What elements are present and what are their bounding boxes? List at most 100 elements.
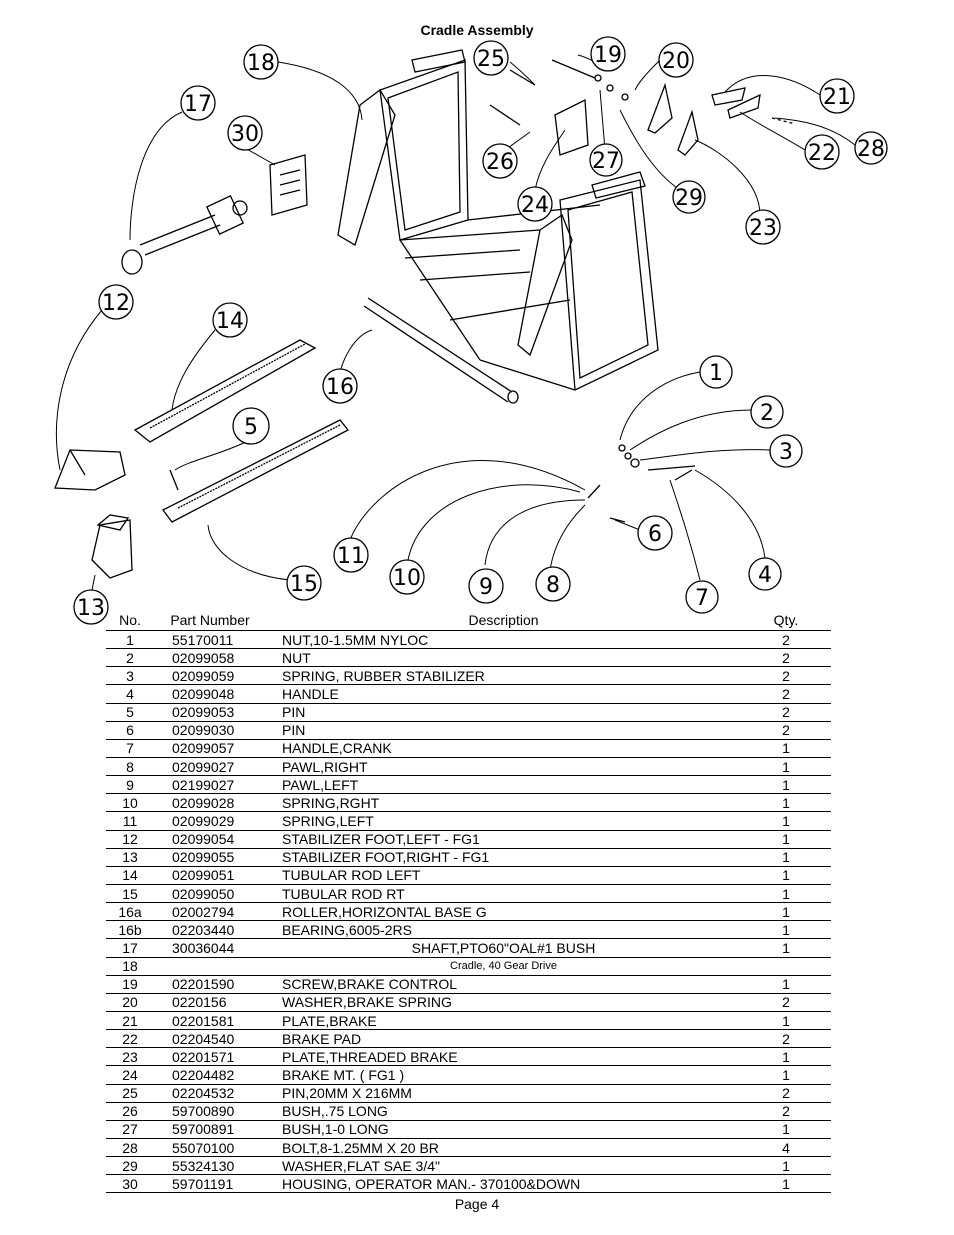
callout-19: 19 <box>590 36 626 72</box>
svg-text:8: 8 <box>546 573 560 598</box>
callout-11: 11 <box>333 537 369 573</box>
cell-description: SPRING,LEFT <box>266 811 741 831</box>
cell-qty: 2 <box>741 703 831 722</box>
cell-part-number: 02099051 <box>154 866 266 885</box>
cell-description: NUT <box>266 648 741 668</box>
svg-text:6: 6 <box>648 522 662 547</box>
cell-no: 17 <box>106 938 154 958</box>
callout-14: 14 <box>212 302 248 338</box>
cell-description: TUBULAR ROD RT <box>266 884 741 904</box>
svg-text:18: 18 <box>247 51 275 76</box>
cell-description: TUBULAR ROD LEFT <box>266 866 741 885</box>
cell-qty: 1 <box>741 757 831 777</box>
cell-qty: 1 <box>741 811 831 831</box>
cell-part-number: 02099053 <box>154 703 266 722</box>
callout-30: 30 <box>227 115 263 151</box>
header-no: No. <box>106 610 154 631</box>
callout-2: 2 <box>750 395 784 429</box>
cell-part-number: 02099059 <box>154 666 266 686</box>
cell-part-number: 02099055 <box>154 848 266 867</box>
page-title: Cradle Assembly <box>420 22 534 38</box>
svg-text:19: 19 <box>594 43 622 68</box>
cell-no: 27 <box>106 1120 154 1139</box>
callout-8: 8 <box>535 566 571 602</box>
callout-5: 5 <box>232 407 270 445</box>
cell-no: 26 <box>106 1102 154 1121</box>
cell-part-number: 02099027 <box>154 757 266 777</box>
cell-part-number: 02201581 <box>154 1011 266 1031</box>
cell-part-number: 59700891 <box>154 1120 266 1139</box>
svg-text:12: 12 <box>102 291 130 316</box>
callout-12: 12 <box>98 284 134 320</box>
svg-text:7: 7 <box>695 586 709 611</box>
svg-text:11: 11 <box>337 544 365 569</box>
cell-description: PIN <box>266 703 741 722</box>
cell-description: BUSH,1-0 LONG <box>266 1120 741 1139</box>
cell-description: PAWL,LEFT <box>266 775 741 795</box>
callout-1: 1 <box>699 355 733 389</box>
leader-lines <box>55 54 856 601</box>
cell-description: BRAKE MT. ( FG1 ) <box>266 1065 741 1085</box>
cell-qty: 1 <box>741 866 831 885</box>
cell-part-number: 02002794 <box>154 902 266 922</box>
callout-27: 27 <box>589 143 623 177</box>
cell-part-number: 30036044 <box>154 938 266 958</box>
callout-22: 22 <box>804 134 840 170</box>
cell-part-number: 02099029 <box>154 811 266 831</box>
svg-text:2: 2 <box>760 401 774 426</box>
cell-qty: 2 <box>741 1102 831 1121</box>
cell-qty: 1 <box>741 793 831 813</box>
svg-text:14: 14 <box>216 309 244 334</box>
cell-qty: 1 <box>741 938 831 958</box>
cell-description: PIN <box>266 721 741 740</box>
svg-text:23: 23 <box>749 216 777 241</box>
cell-no: 5 <box>106 703 154 722</box>
cell-description: PLATE,BRAKE <box>266 1011 741 1031</box>
svg-text:3: 3 <box>779 440 793 465</box>
callout-26: 26 <box>482 143 518 179</box>
cell-no: 16b <box>106 920 154 940</box>
callout-18: 18 <box>243 44 279 80</box>
callout-16: 16 <box>322 368 358 404</box>
callout-28: 28 <box>854 131 888 165</box>
cell-description: STABILIZER FOOT,LEFT - FG1 <box>266 830 741 849</box>
cell-qty: 1 <box>741 902 831 922</box>
cell-part-number: 55170011 <box>154 630 266 650</box>
cell-part-number: 02204540 <box>154 1029 266 1049</box>
cell-part-number: 02099057 <box>154 739 266 758</box>
cell-part-number: 02203440 <box>154 920 266 940</box>
cell-description: ROLLER,HORIZONTAL BASE G <box>266 902 741 922</box>
callouts: 1 2 3 4 5 6 7 8 9 10 11 12 13 14 15 16 1… <box>73 36 888 625</box>
cell-qty <box>741 957 831 976</box>
cell-no: 22 <box>106 1029 154 1049</box>
cell-no: 23 <box>106 1047 154 1067</box>
cradle-frame-drawing <box>337 49 659 391</box>
callout-20: 20 <box>658 42 694 78</box>
cell-qty: 1 <box>741 848 831 867</box>
cell-part-number: 02099028 <box>154 793 266 813</box>
cell-no: 20 <box>106 993 154 1012</box>
svg-text:20: 20 <box>662 49 690 74</box>
svg-text:9: 9 <box>479 575 493 600</box>
svg-text:17: 17 <box>184 92 212 117</box>
callout-6: 6 <box>637 515 673 551</box>
svg-text:21: 21 <box>823 85 851 110</box>
cell-description: NUT,10-1.5MM NYLOC <box>266 630 741 650</box>
cell-description: BOLT,8-1.25MM X 20 BR <box>266 1138 741 1158</box>
roller-drawing <box>363 297 519 404</box>
cell-qty: 1 <box>741 739 831 758</box>
svg-text:13: 13 <box>77 596 105 621</box>
cell-description: PIN,20MM X 216MM <box>266 1084 741 1103</box>
